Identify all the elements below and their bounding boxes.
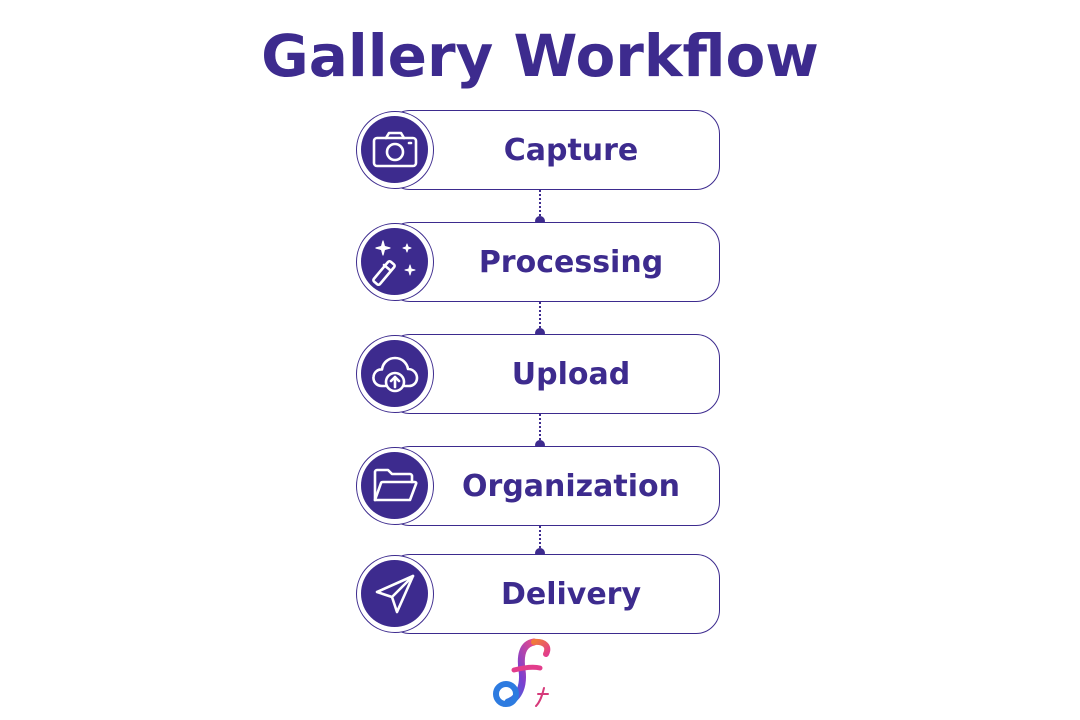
step-processing: Processing [356, 222, 720, 302]
step-label: Processing [478, 244, 664, 280]
step-pill [386, 446, 720, 526]
send-icon [375, 574, 414, 613]
cloud-upload-icon [371, 356, 418, 392]
step-organization: Organization [356, 446, 720, 526]
connector-dot [535, 440, 545, 450]
connector-line [539, 190, 541, 216]
connector-dot [535, 328, 545, 338]
step-pill [386, 554, 720, 634]
magic-wand-icon [371, 239, 415, 286]
step-capture: Capture [356, 110, 720, 190]
step-badge [356, 335, 434, 413]
folder-icon [373, 468, 417, 501]
camera-icon [372, 131, 417, 167]
connector-line [539, 526, 541, 548]
step-label: Organization [462, 468, 680, 504]
step-label: Capture [503, 132, 639, 168]
connector-line [539, 414, 541, 440]
connector-dot [535, 548, 545, 558]
step-delivery: Delivery [356, 554, 720, 634]
brand-logo [493, 638, 551, 707]
step-pill [386, 110, 720, 190]
step-label: Upload [511, 356, 631, 392]
page-title: Gallery Workflow [261, 22, 819, 90]
step-upload: Upload [356, 334, 720, 414]
connector-line [539, 302, 541, 328]
step-badge [356, 555, 434, 633]
step-badge [356, 223, 434, 301]
step-badge [356, 111, 434, 189]
step-pill [386, 334, 720, 414]
step-badge [356, 447, 434, 525]
connector-dot [535, 216, 545, 226]
step-label: Delivery [500, 576, 642, 612]
